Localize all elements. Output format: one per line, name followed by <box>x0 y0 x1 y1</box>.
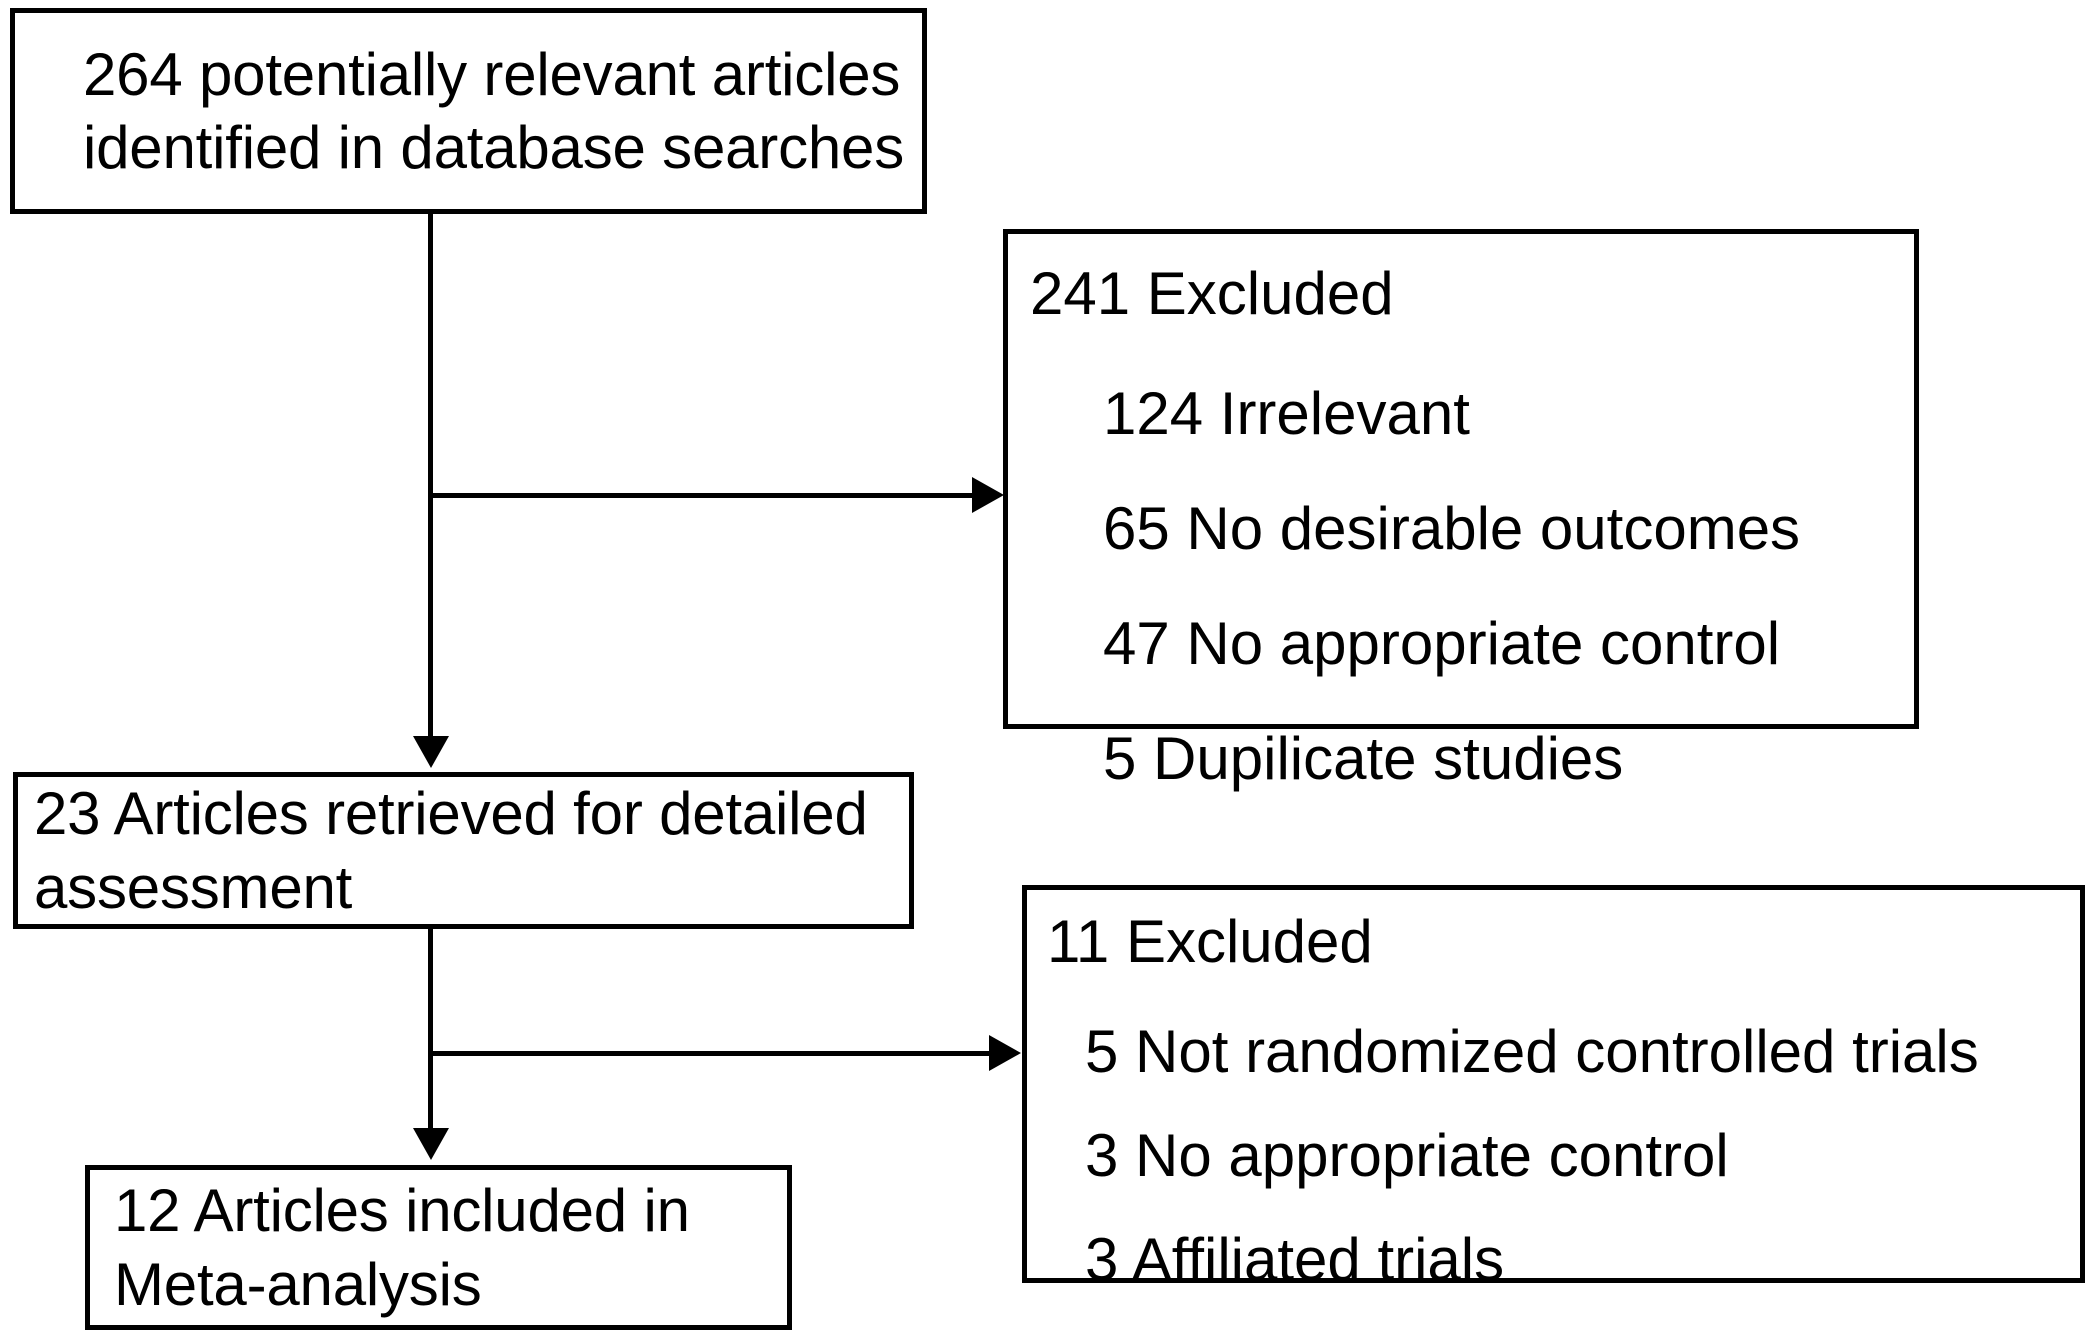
node-excluded-second-pass-heading: 11 Excluded <box>1047 908 1373 975</box>
node-excluded-second-pass: 11 Excluded 5 Not randomized controlled … <box>1022 885 2085 1290</box>
node-articles-retrieved-label: 23 Articles retrieved for detailed asses… <box>34 780 868 921</box>
list-item: 65 No desirable outcomes <box>1103 495 1801 562</box>
arrow-down-icon <box>413 1128 449 1160</box>
node-articles-retrieved: 23 Articles retrieved for detailed asses… <box>13 772 914 929</box>
node-articles-included-label: 12 Articles included in Meta-analysis <box>114 1177 690 1318</box>
excluded-second-pass-reason-list: 5 Not randomized controlled trials 3 No … <box>1027 972 2080 1290</box>
connector-identified-to-excluded-line <box>430 493 975 498</box>
list-item: 124 Irrelevant <box>1103 380 1470 447</box>
connector-retrieved-to-excluded-line <box>430 1051 992 1056</box>
list-item: 3 No appropriate control <box>1085 1122 1729 1189</box>
connector-retrieved-to-included-line <box>428 929 433 1135</box>
node-articles-included: 12 Articles included in Meta-analysis <box>85 1165 792 1330</box>
list-item: 3 Affiliated trials <box>1085 1226 1505 1293</box>
node-excluded-first-pass: 241 Excluded 124 Irrelevant 65 No desira… <box>1003 229 1919 789</box>
excluded-first-pass-reason-list: 124 Irrelevant 65 No desirable outcomes … <box>1008 324 1914 789</box>
node-articles-identified-label: 264 potentially relevant articles identi… <box>83 40 905 181</box>
arrow-down-icon <box>413 736 449 768</box>
list-item: 5 Not randomized controlled trials <box>1085 1018 1979 1085</box>
list-item: 47 No appropriate control <box>1103 610 1781 677</box>
node-excluded-first-pass-heading: 241 Excluded <box>1030 260 1394 327</box>
arrow-right-icon <box>972 477 1004 513</box>
list-item: 5 Dupilicate studies <box>1103 725 1624 792</box>
connector-identified-to-retrieved-line <box>428 214 433 744</box>
node-articles-identified: 264 potentially relevant articles identi… <box>10 8 927 214</box>
arrow-right-icon <box>989 1035 1021 1071</box>
